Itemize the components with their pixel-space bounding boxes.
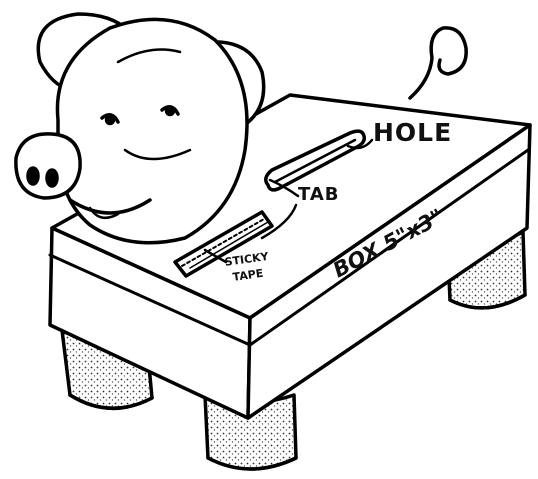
tab-label: TAB bbox=[298, 186, 340, 204]
hole-label: HOLE bbox=[373, 120, 452, 145]
tail bbox=[410, 28, 466, 98]
